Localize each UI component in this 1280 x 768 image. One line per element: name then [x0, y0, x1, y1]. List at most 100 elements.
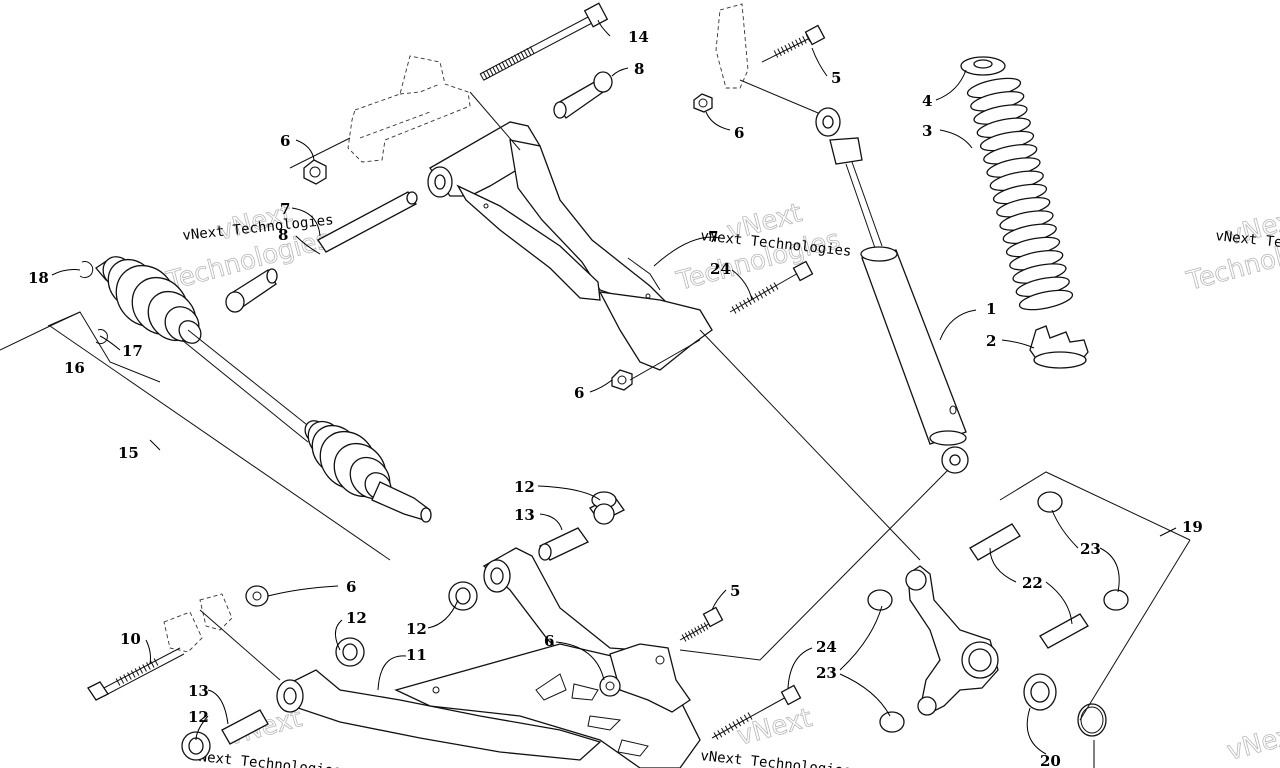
thread-line: [784, 44, 789, 53]
thread-line: [747, 712, 753, 720]
nut-6-upper-arm: [611, 369, 633, 391]
thread-line: [529, 46, 535, 54]
coil-spring: [960, 56, 1006, 76]
thread-line: [754, 293, 760, 301]
thread-line: [523, 49, 529, 58]
callout-6: 6: [734, 124, 744, 142]
watermark-text: vNext Technologies: [190, 748, 343, 768]
thread-line: [739, 716, 745, 725]
upper-pivot-bolt-14: [479, 2, 609, 81]
thread-line: [115, 678, 121, 686]
upper-a-arm: [427, 91, 713, 371]
thread-line: [700, 623, 706, 632]
thread-line: [119, 676, 125, 684]
callout-11: 11: [406, 646, 427, 664]
thread-line: [694, 627, 699, 635]
bushing-12-upper: [589, 491, 625, 525]
thread-line: [697, 625, 703, 634]
thread-line: [520, 51, 525, 59]
lower-frame-bracket: [163, 593, 233, 653]
callout-15: 15: [118, 444, 139, 462]
shock-absorber: [739, 79, 969, 474]
callout-12: 12: [406, 620, 427, 638]
thread-line: [501, 61, 507, 69]
nut-6-top-left: [303, 159, 327, 185]
sleeve-13-upper: [538, 527, 589, 561]
thread-line: [146, 662, 151, 670]
callout-5: 5: [831, 69, 841, 87]
callout-23: 23: [816, 664, 837, 682]
thread-line: [743, 714, 749, 722]
thread-line: [492, 66, 497, 75]
bushing-12-bottom: [181, 731, 211, 761]
callout-14: 14: [628, 28, 649, 46]
callout-13: 13: [514, 506, 535, 524]
thread-line: [728, 723, 734, 731]
callout-8: 8: [278, 226, 288, 244]
callout-24: 24: [710, 260, 731, 278]
thread-line: [780, 46, 786, 55]
group-bracket-16: [47, 311, 161, 383]
thread-line: [724, 725, 730, 734]
callout-23: 23: [1080, 540, 1101, 558]
nut-6-lower: [599, 675, 621, 697]
thread-line: [735, 304, 741, 312]
thread-line: [717, 730, 723, 738]
upper-frame-bracket: [347, 3, 749, 163]
callout-13: 13: [188, 682, 209, 700]
thread-line: [681, 634, 687, 642]
bolt-24-upper: [729, 260, 814, 314]
thread-line: [482, 71, 488, 80]
thread-line: [498, 63, 504, 71]
upper-bushing-8-left: [225, 268, 278, 313]
thread-line: [517, 52, 522, 61]
thread-line: [495, 64, 500, 73]
callout-10: 10: [120, 630, 141, 648]
snap-ring-21: [1077, 703, 1107, 737]
callout-6: 6: [346, 578, 356, 596]
upper-bushing-8: [553, 71, 613, 119]
callout-6: 6: [544, 632, 554, 650]
bushing-12-lower-left: [335, 637, 365, 667]
thread-line: [510, 56, 516, 64]
spindle-knuckle: [905, 565, 999, 716]
bolt-5-lower: [679, 606, 724, 642]
thread-line: [798, 37, 804, 46]
thread-line: [504, 59, 510, 68]
thread-line: [507, 58, 513, 66]
thread-line: [732, 721, 738, 729]
bolt-10: [87, 647, 185, 701]
sleeves-22: [969, 523, 1089, 649]
callout-22: 22: [1022, 574, 1043, 592]
thread-line: [762, 288, 767, 297]
thread-line: [526, 47, 532, 56]
thread-line: [765, 286, 771, 295]
thread-line: [127, 672, 132, 680]
thread-line: [687, 630, 693, 639]
callout-labels: 14 8 6 5 6 4 3 1 2 18 17 16 15 7 8 7 24 …: [28, 28, 1203, 768]
sleeve-13-lower: [221, 709, 269, 745]
callout-17: 17: [122, 342, 143, 360]
thread-line: [691, 629, 696, 637]
callout-12: 12: [514, 478, 535, 496]
thread-line: [138, 666, 144, 674]
bushings-23: [867, 491, 1129, 733]
thread-line: [746, 297, 752, 305]
thread-line: [750, 295, 756, 303]
watermark-big: vNext: [734, 703, 815, 752]
callout-7: 7: [708, 228, 718, 246]
thread-line: [777, 48, 782, 57]
thread-line: [769, 284, 775, 292]
thread-line: [514, 54, 519, 63]
thread-line: [713, 732, 719, 740]
callout-12: 12: [188, 708, 209, 726]
bolt-24-lower: [711, 684, 802, 740]
thread-line: [758, 291, 764, 299]
thread-line: [142, 664, 147, 672]
thread-line: [489, 68, 494, 76]
group-bracket-19: [999, 471, 1191, 721]
callout-7: 7: [280, 200, 290, 218]
lower-a-arm: [276, 547, 701, 768]
thread-line: [773, 282, 779, 290]
